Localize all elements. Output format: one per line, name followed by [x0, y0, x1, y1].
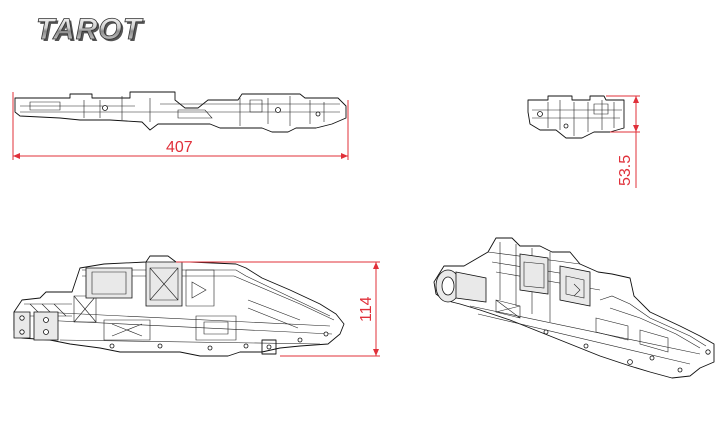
tarot-logo: TAROT TAROT [36, 13, 168, 48]
frame-side-view [13, 255, 345, 357]
dimension-height: 114 [176, 261, 380, 357]
frame-end-view [527, 95, 625, 139]
logo-text: TAROT [36, 13, 144, 46]
dimension-depth-label: 53.5 [617, 155, 634, 186]
dimension-depth: 53.5 [606, 95, 640, 188]
dimension-length-label: 407 [166, 139, 193, 156]
frame-top-view [14, 91, 347, 133]
logo-shadow: TAROT [38, 15, 146, 48]
dimension-height-label: 114 [358, 296, 375, 322]
dimension-length: 407 [12, 92, 349, 160]
frame-perspective-view [433, 237, 715, 379]
